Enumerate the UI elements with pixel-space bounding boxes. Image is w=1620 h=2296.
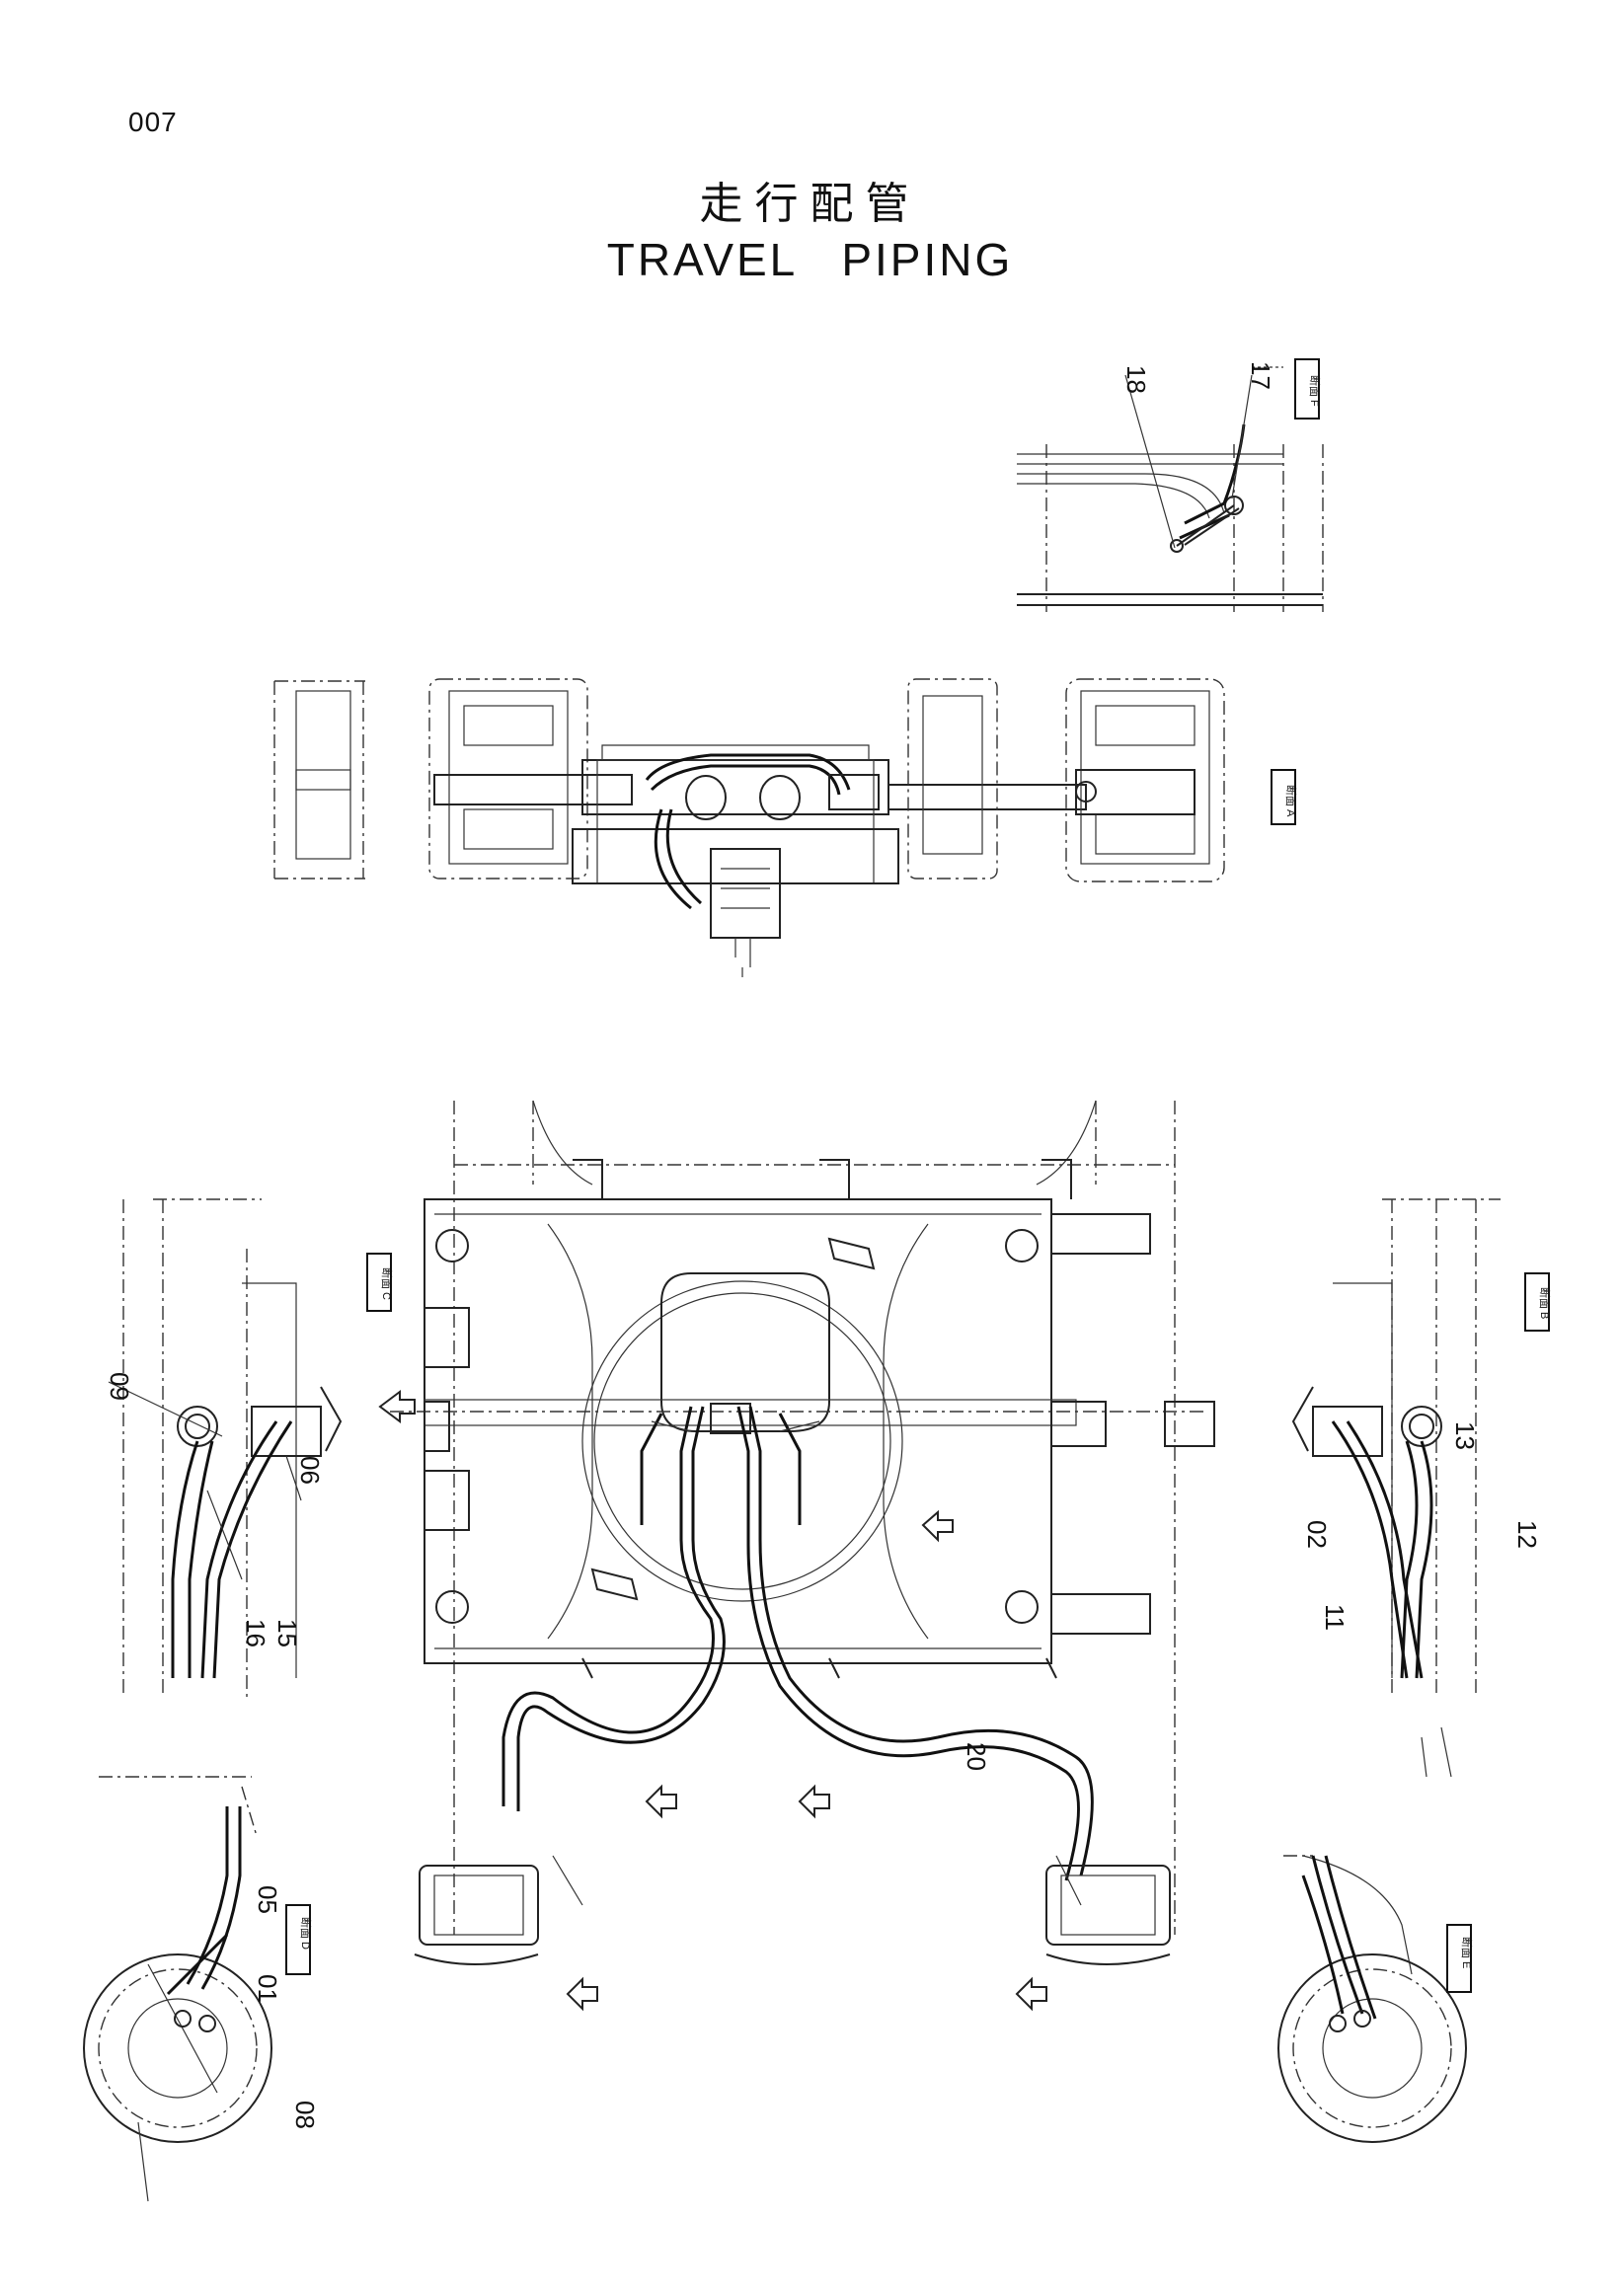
callout-05: 05 — [253, 1885, 282, 1914]
callout-17: 17 — [1246, 361, 1275, 390]
callout-15: 15 — [272, 1619, 302, 1647]
page-number: 007 — [128, 107, 178, 137]
callout-18: 18 — [1121, 365, 1151, 394]
svg-text:断面 E: 断面 E — [1460, 1937, 1474, 1968]
callout-08: 08 — [290, 2101, 320, 2129]
callout-12: 12 — [1512, 1520, 1542, 1549]
callout-20: 20 — [962, 1742, 991, 1771]
diagram-title-english: TRAVEL PIPING — [606, 234, 1014, 285]
section-tag-e: 断面 E — [1446, 1924, 1474, 1993]
detail-b-view — [1291, 1198, 1501, 1778]
callout-06: 06 — [295, 1456, 325, 1485]
section-a-view — [273, 678, 1225, 977]
section-tag-b: 断面 B — [1524, 1272, 1552, 1332]
detail-c-view — [108, 1198, 343, 1698]
callout-02: 02 — [1302, 1520, 1332, 1549]
callout-09: 09 — [105, 1372, 134, 1401]
main-plan-view — [378, 1100, 1215, 2012]
section-tag-f: 断面 F — [1294, 358, 1322, 420]
callout-16: 16 — [241, 1619, 270, 1647]
svg-text:断面 B: 断面 B — [1538, 1287, 1552, 1319]
diagram-title-japanese: 走行配管 — [699, 179, 921, 229]
detail-f-view — [1017, 366, 1324, 612]
detail-e-view — [1277, 1855, 1467, 2143]
section-tag-a: 断面 A — [1271, 769, 1298, 825]
svg-text:断面 D: 断面 D — [299, 1917, 313, 1950]
detail-d-view — [83, 1776, 272, 2202]
callout-13: 13 — [1450, 1421, 1480, 1450]
svg-text:断面 C: 断面 C — [380, 1267, 394, 1300]
svg-text:断面 F: 断面 F — [1308, 375, 1322, 407]
callout-01: 01 — [253, 1974, 282, 2003]
section-tag-d: 断面 D — [285, 1904, 313, 1975]
section-tag-c: 断面 C — [366, 1253, 394, 1312]
callout-11: 11 — [1320, 1604, 1350, 1631]
svg-text:断面 A: 断面 A — [1284, 785, 1298, 817]
